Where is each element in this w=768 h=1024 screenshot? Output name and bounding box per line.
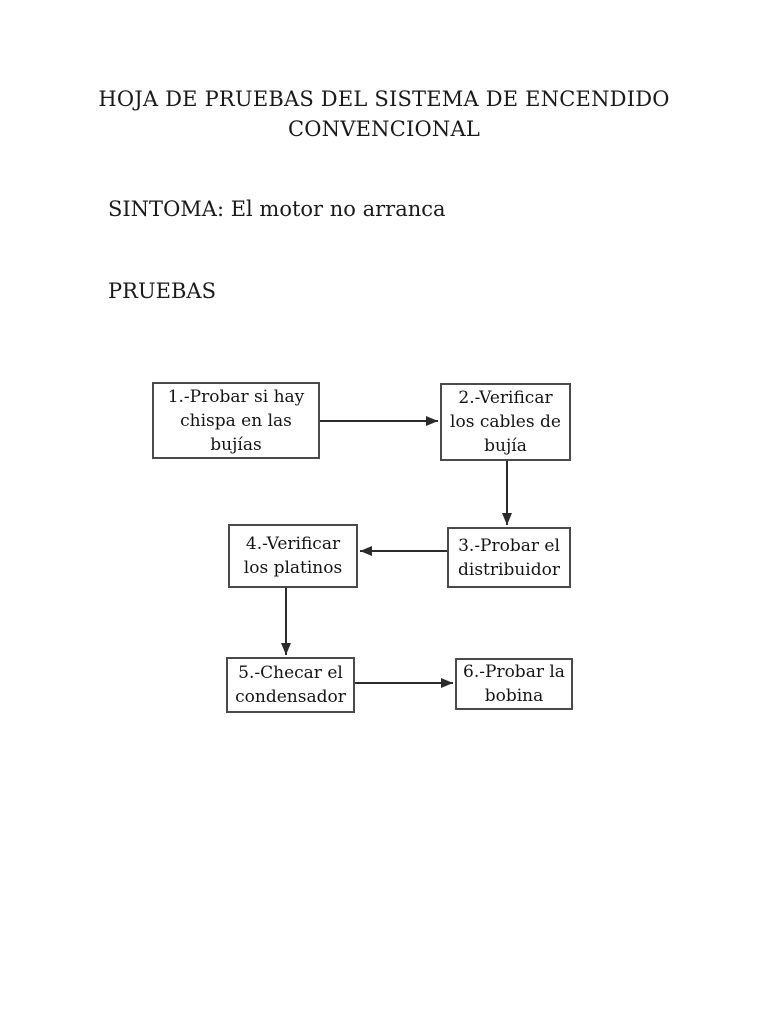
flowchart-box-step3-line: distribuidor [458, 559, 560, 580]
flowchart-box-step1-line: 1.-Probar si hay [167, 386, 305, 407]
flowchart-box-step4-line: 4.-Verificar [245, 534, 341, 554]
flowchart-box-step5-line: 5.-Checar el [238, 663, 343, 683]
flowchart-box-step5-line: condensador [235, 687, 346, 707]
flowchart-box-step1: 1.-Probar si hay chispa en las bujías [152, 382, 320, 459]
flowchart-box-step1-line: bujías [210, 434, 262, 455]
flowchart-box-step6: 6.-Probar la bobina [455, 658, 573, 710]
flowchart-box-step4: 4.-Verificar los platinos [228, 524, 358, 588]
flowchart-box-step3: 3.-Probar el distribuidor [447, 527, 571, 588]
flowchart-box-step2: 2.-Verificar los cables de bujía [440, 383, 571, 461]
flowchart-box-step6-line: bobina [484, 686, 544, 706]
flowchart-box-step2-line: bujía [484, 436, 527, 456]
page-title-line-2: CONVENCIONAL [288, 117, 480, 141]
page-title-line-1: HOJA DE PRUEBAS DEL SISTEMA DE ENCENDIDO [98, 87, 670, 111]
page-title: HOJA DE PRUEBAS DEL SISTEMA DE ENCENDIDO… [0, 84, 768, 144]
flowchart-box-step1-line: chispa en las [180, 410, 292, 431]
flowchart-box-step2-line: los cables de [450, 412, 561, 432]
symptom-text: SINTOMA: El motor no arranca [108, 197, 446, 221]
flowchart-box-step4-line: los platinos [243, 558, 343, 578]
flowchart-box-step2-line: 2.-Verificar [458, 388, 553, 408]
flowchart-box-step3-line: 3.-Probar el [458, 535, 560, 556]
section-heading: PRUEBAS [108, 279, 216, 303]
flowchart-box-step5: 5.-Checar el condensador [226, 657, 355, 713]
flowchart-box-step6-line: 6.-Probar la [463, 662, 565, 682]
